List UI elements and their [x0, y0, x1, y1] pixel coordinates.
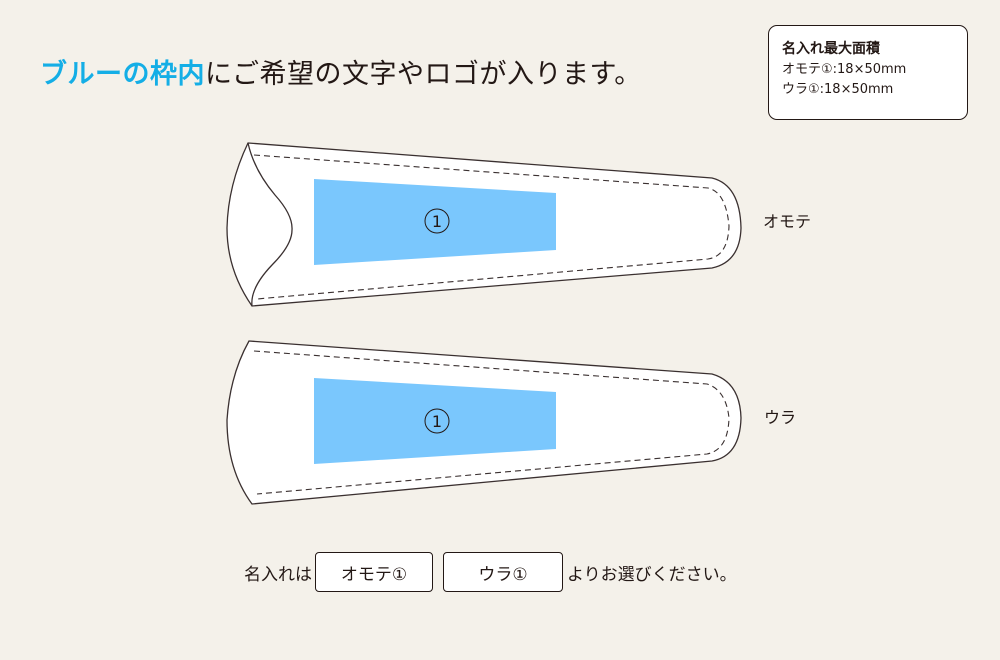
engraving-choice-row: 名入れは オモテ① ウラ① よりお選びください。 — [244, 552, 737, 592]
front-area-number-circle — [424, 208, 450, 234]
front-panel: 1 — [226, 142, 742, 307]
back-area-number: 1 — [432, 412, 442, 431]
front-print-area — [314, 179, 556, 265]
back-stitch-line — [253, 350, 730, 495]
back-panel: 1 — [226, 340, 742, 505]
option-omote-button[interactable]: オモテ① — [315, 552, 433, 592]
headline-text: にご希望の文字やロゴが入ります。 — [205, 59, 642, 90]
front-stitch-line — [253, 154, 730, 300]
headline: ブルーの枠内にご希望の文字やロゴが入ります。 — [40, 52, 642, 91]
side-label-omote: オモテ — [763, 212, 812, 231]
side-label-ura: ウラ — [764, 408, 797, 427]
choice-prefix: 名入れは — [244, 564, 312, 585]
front-area-number: 1 — [432, 212, 442, 231]
back-print-area — [314, 378, 556, 464]
choice-suffix: よりお選びください。 — [567, 564, 737, 585]
front-flap-curve — [247, 142, 293, 307]
spec-line-omote: オモテ①:18×50mm — [782, 62, 907, 77]
back-area-number-circle — [424, 408, 450, 434]
max-area-spec-box: 名入れ最大面積 オモテ①:18×50mm ウラ①:18×50mm — [768, 25, 968, 120]
spec-line-ura: ウラ①:18×50mm — [782, 82, 894, 97]
spec-title: 名入れ最大面積 — [782, 41, 880, 57]
option-ura-button[interactable]: ウラ① — [443, 552, 563, 592]
headline-accent: ブルーの枠内 — [40, 59, 205, 90]
